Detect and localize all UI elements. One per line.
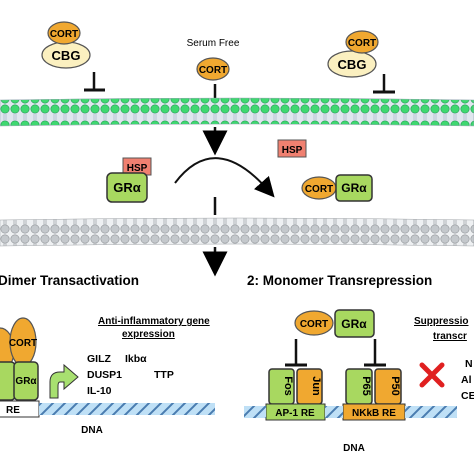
gr-box [335, 174, 373, 202]
section3-gene-item: CE [461, 390, 474, 402]
cort-label: CORT [300, 319, 328, 330]
gr-box [106, 172, 148, 203]
ap1-re-box: AP-1 RE [265, 403, 326, 421]
gene-item: TTP [154, 369, 174, 381]
cbg-label: CBG [338, 57, 367, 72]
jun-label: Jun [310, 376, 322, 396]
cort-label: CORT [199, 65, 227, 76]
gr-dimer: GRα [0, 361, 39, 401]
cort-gr-monomer: CORT GRα [294, 309, 375, 338]
curved-arrow [174, 157, 275, 198]
gene-item: IL-10 [87, 385, 112, 397]
gene-item: GILZ [87, 353, 111, 365]
hsp-label: HSP [282, 145, 303, 156]
hsp-label: HSP [127, 163, 148, 174]
dna-label-left: DNA [81, 425, 103, 436]
gr-label: GRα [341, 317, 367, 331]
section2-title: 2: Monomer Transrepression [247, 273, 432, 288]
gene-heading-line1: Anti-inflammatory gene [98, 316, 210, 327]
ap1-complex: Fos Jun [268, 368, 323, 405]
gr-label: GRα [113, 180, 141, 195]
cort-shape [294, 310, 334, 336]
p50-label: P50 [389, 376, 401, 396]
cbg-complex-right: CORT CBG [327, 30, 379, 78]
cort-gr-complex: CORT GRα [301, 174, 373, 202]
cbg-complex-left: CORT CBG [41, 21, 91, 69]
cort-label: CORT [305, 184, 333, 195]
serum-free-label: Serum Free [187, 38, 240, 49]
nfkb-re-label: NKkB RE [352, 408, 396, 419]
section3-gene-item: N [465, 358, 473, 370]
hsp-released: HSP [277, 139, 307, 158]
dna-strand-right-b [325, 406, 343, 418]
cort-label: CORT [348, 38, 376, 49]
gr-label: GRα [15, 376, 37, 387]
gr-box [334, 309, 375, 338]
gene-item: DUSP1 [87, 369, 122, 381]
dna-strand-left [39, 403, 215, 415]
cort-label: CORT [9, 338, 37, 349]
section3-heading-line2: transcr [433, 331, 467, 342]
inhibition-symbol-right [373, 74, 395, 94]
cort-shape [345, 30, 379, 54]
nfkb-re-box: NKkB RE [342, 403, 406, 421]
inhibition-ap1 [285, 339, 307, 367]
p65-label: P65 [360, 376, 372, 396]
inhibition-symbol-left [84, 72, 105, 92]
cort-label: CORT [50, 29, 78, 40]
section1-title: Dimer Transactivation [0, 273, 139, 288]
plasma-membrane [0, 97, 474, 127]
dna-label-right: DNA [343, 443, 365, 454]
gre-box: RE [0, 400, 40, 418]
dna-strand-right-a [244, 406, 266, 418]
transcription-arrow [49, 363, 79, 399]
dna-strand-right-c [405, 406, 457, 418]
x-mark-icon [419, 362, 445, 388]
cort-free: CORT [196, 57, 230, 81]
inhibition-nfkb [364, 339, 386, 367]
cort-dimer: CORT [0, 317, 37, 373]
nfkb-complex: P65 P50 [345, 368, 402, 405]
cbg-label: CBG [52, 48, 81, 63]
gre-label: RE [6, 405, 20, 416]
gr-hsp-complex: HSP GRα [106, 157, 152, 203]
cort-shape [47, 21, 81, 45]
gene-item: Ikbα [125, 353, 147, 365]
fos-label: Fos [282, 376, 294, 396]
gr-label: GRα [341, 181, 367, 195]
gene-heading-line2: expression [122, 329, 175, 340]
gr-box [13, 361, 39, 401]
section3-gene-item: Al [461, 374, 472, 386]
nuclear-membrane [0, 217, 474, 247]
gene-list: GILZ Ikbα DUSP1 TTP IL-10 [87, 353, 174, 397]
ap1-re-label: AP-1 RE [275, 408, 315, 419]
section3-heading-line1: Suppressio [414, 316, 468, 327]
